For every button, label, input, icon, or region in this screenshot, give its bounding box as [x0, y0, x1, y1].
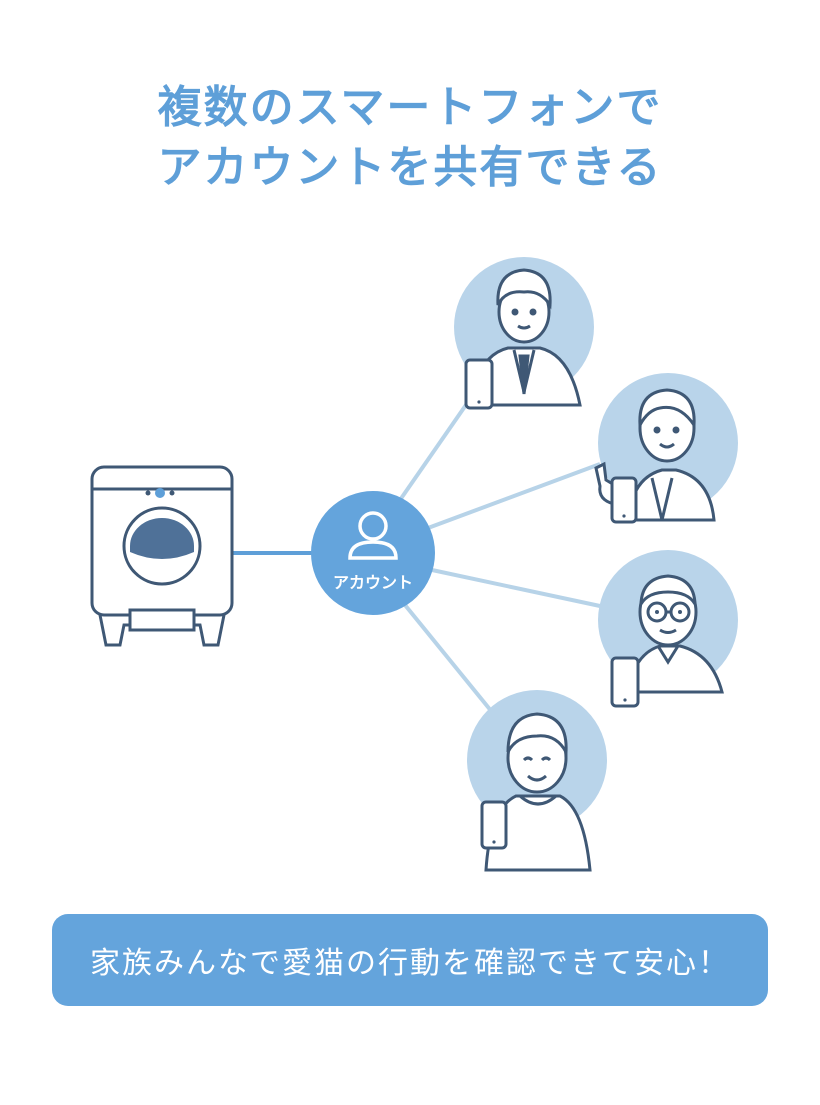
banner-text: 家族みんなで愛猫の行動を確認できて安心！ [90, 946, 730, 981]
smiling-person-with-phone-icon [467, 690, 607, 872]
elderly-man-with-glasses-phone-icon [598, 550, 738, 708]
woman-pointing-with-phone-icon [594, 373, 738, 524]
account-hub: アカウント [311, 491, 435, 615]
phone-icon [480, 800, 508, 850]
message-banner: 家族みんなで愛猫の行動を確認できて安心！ [52, 914, 768, 1006]
phone-icon [610, 476, 638, 524]
hub-label: アカウント [333, 573, 413, 592]
phone-icon [610, 656, 640, 708]
page-title: 複数のスマートフォンで アカウントを共有できる [0, 78, 820, 198]
title-line-2: アカウントを共有できる [157, 142, 663, 193]
man-in-suit-with-phone-icon [454, 257, 594, 410]
connector-member-4 [403, 603, 494, 714]
connector-member-3 [431, 568, 601, 608]
cat-litter-box-icon [90, 465, 234, 647]
connector-member-2 [427, 462, 601, 530]
connector-member-1 [398, 400, 470, 502]
title-line-1: 複数のスマートフォンで [157, 82, 663, 133]
phone-icon [464, 358, 494, 410]
user-account-icon [348, 511, 398, 560]
